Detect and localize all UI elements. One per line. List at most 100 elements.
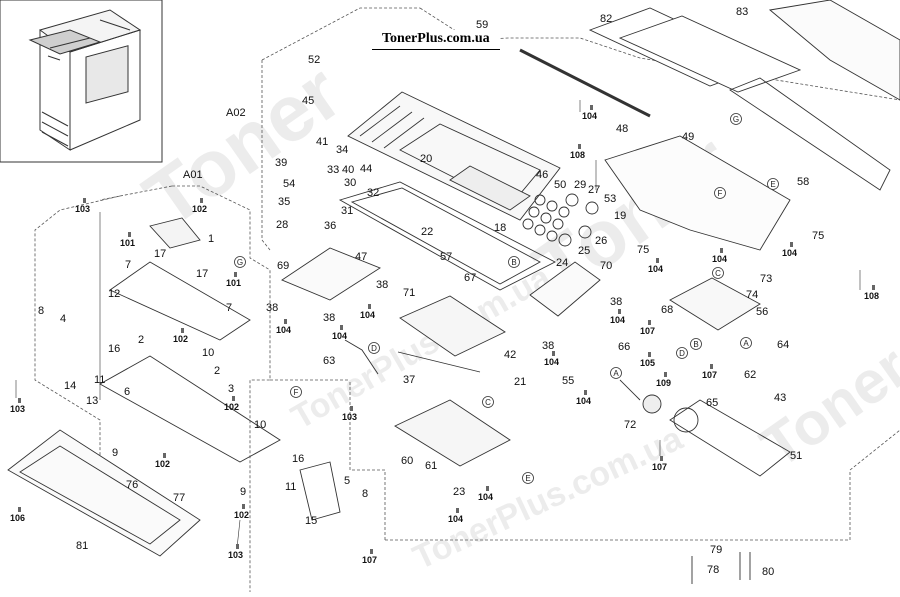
screw-icon <box>284 319 287 324</box>
part-label: 72 <box>624 419 636 431</box>
part-label: 44 <box>360 163 372 175</box>
part-label: 30 <box>344 177 356 189</box>
part-label: 34 <box>336 144 348 156</box>
part-label: 37 <box>403 374 415 386</box>
screw-icon <box>18 398 21 403</box>
part-label: 28 <box>276 219 288 231</box>
screw-label: 106 <box>10 513 25 523</box>
screw-label: 107 <box>702 370 717 380</box>
part-label: 2 <box>138 334 144 346</box>
connector-marker <box>712 267 724 279</box>
screw-icon <box>584 390 587 395</box>
screw-icon <box>128 232 131 237</box>
screw-label: 107 <box>640 326 655 336</box>
connector-label: F <box>294 388 299 397</box>
part-label: 21 <box>514 376 526 388</box>
connector-label: G <box>237 258 243 267</box>
part-label: 52 <box>308 54 320 66</box>
part-label: 38 <box>542 340 554 352</box>
part-label: 56 <box>756 306 768 318</box>
group-label: A01 <box>183 169 203 181</box>
screw-label: 104 <box>478 492 493 502</box>
part-label: 13 <box>86 395 98 407</box>
screw-icon <box>486 486 489 491</box>
part-label: 38 <box>266 302 278 314</box>
screw-label: 107 <box>652 462 667 472</box>
screw-label: 102 <box>155 459 170 469</box>
part-label: 50 <box>554 179 566 191</box>
screw-icon <box>790 242 793 247</box>
connector-label: A <box>743 339 749 348</box>
part-label: 41 <box>316 136 328 148</box>
screw-icon <box>710 364 713 369</box>
part-label: 38 <box>610 296 622 308</box>
screw-icon <box>720 248 723 253</box>
screw-icon <box>350 406 353 411</box>
connector-label: F <box>718 189 723 198</box>
part-label: 11 <box>285 481 296 493</box>
printer-overview-inset <box>0 0 163 163</box>
part-label: 17 <box>196 268 208 280</box>
screw-label: 103 <box>228 550 243 560</box>
part-label: 73 <box>760 273 772 285</box>
part-label: 53 <box>604 193 616 205</box>
part-label: 76 <box>126 479 138 491</box>
part-label: 46 <box>536 169 548 181</box>
screw-label: 102 <box>192 204 207 214</box>
screw-label: 103 <box>10 404 25 414</box>
screw-icon <box>664 372 667 377</box>
connector-marker <box>767 178 779 190</box>
group-label: A02 <box>226 107 246 119</box>
connector-label: G <box>733 115 739 124</box>
connector-marker <box>676 347 688 359</box>
screw-icon <box>163 453 166 458</box>
part-label: 42 <box>504 349 516 361</box>
connector-label: E <box>525 474 530 483</box>
part-label: 62 <box>744 369 756 381</box>
part-label: 71 <box>403 287 415 299</box>
part-label: 19 <box>614 210 626 222</box>
screw-icon <box>181 328 184 333</box>
part-label: 33 <box>327 164 339 176</box>
connector-label: C <box>715 269 721 278</box>
connector-marker <box>522 472 534 484</box>
part-label: 68 <box>661 304 673 316</box>
screw-icon <box>200 198 203 203</box>
screw-icon <box>234 272 237 277</box>
connector-marker <box>690 338 702 350</box>
screw-icon <box>370 549 373 554</box>
part-label: 39 <box>275 157 287 169</box>
screw-label: 103 <box>342 412 357 422</box>
screw-icon <box>578 144 581 149</box>
screw-label: 109 <box>656 378 671 388</box>
screw-icon <box>660 456 663 461</box>
connector-marker <box>508 256 520 268</box>
screw-label: 104 <box>782 248 797 258</box>
screw-label: 104 <box>576 396 591 406</box>
part-label: 77 <box>173 492 185 504</box>
screw-label: 103 <box>75 204 90 214</box>
connector-label: B <box>693 340 698 349</box>
part-label: 70 <box>600 260 612 272</box>
brand-banner: TonerPlus.com.ua <box>372 30 500 50</box>
part-label: 64 <box>777 339 789 351</box>
part-label: 80 <box>762 566 774 578</box>
part-label: 82 <box>600 13 612 25</box>
part-label: 3 <box>228 383 234 395</box>
screw-label: 104 <box>276 325 291 335</box>
connector-label: C <box>485 398 491 407</box>
part-label: 9 <box>240 486 246 498</box>
part-label: 58 <box>797 176 809 188</box>
screw-icon <box>552 351 555 356</box>
part-label: 38 <box>323 312 335 324</box>
screw-icon <box>618 309 621 314</box>
part-label: 31 <box>341 205 353 217</box>
part-label: 8 <box>38 305 44 317</box>
part-label: 7 <box>226 302 232 314</box>
screw-label: 104 <box>582 111 597 121</box>
part-label: 11 <box>94 374 105 386</box>
connector-marker <box>730 113 742 125</box>
screw-label: 107 <box>362 555 377 565</box>
part-label: 16 <box>108 343 120 355</box>
part-label: 61 <box>425 460 437 472</box>
